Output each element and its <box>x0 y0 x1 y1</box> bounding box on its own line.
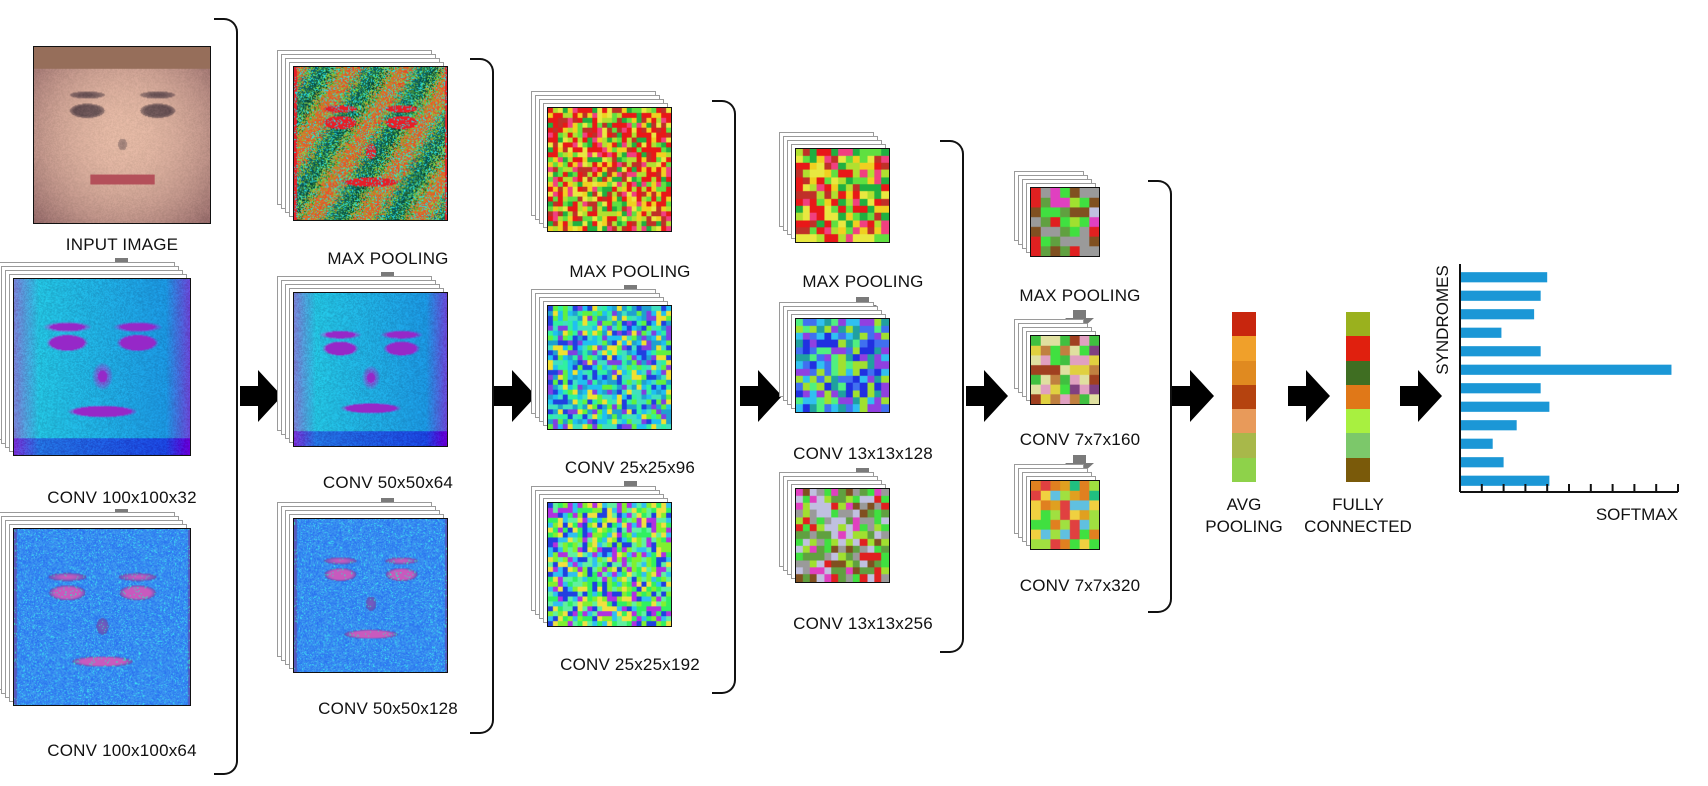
conv-100x100x32-label: CONV 100x100x32 <box>47 488 197 507</box>
conv-25x25x96-label: CONV 25x25x96 <box>564 458 696 477</box>
conv-50x50x128-label: CONV 50x50x128 <box>318 699 458 718</box>
fully-connected-cell <box>1346 336 1370 361</box>
right-arrow-icon <box>1288 370 1330 422</box>
fully-connected-cell <box>1346 312 1370 337</box>
feature-map-image <box>294 67 447 220</box>
column-1-bracket <box>214 18 238 775</box>
max-pooling-2-label: MAX POOLING <box>569 262 691 281</box>
softmax-bar <box>1460 401 1550 412</box>
softmax-bar <box>1460 438 1493 449</box>
max-pooling-4-label: MAX POOLING <box>1019 286 1141 305</box>
right-arrow-icon <box>494 370 536 422</box>
conv-13x13x256-label: CONV 13x13x256 <box>793 614 933 633</box>
feature-map <box>547 107 672 232</box>
avg-pooling-cell <box>1232 433 1256 458</box>
feature-map-image <box>548 503 671 626</box>
avg-pooling-cell <box>1232 360 1256 385</box>
avg-pooling-vector <box>1232 312 1256 482</box>
feature-map-image <box>548 306 671 429</box>
right-arrow-icon <box>1400 370 1442 422</box>
softmax-bar <box>1460 457 1504 468</box>
softmax-bar <box>1460 272 1548 283</box>
column-4-bracket <box>940 140 964 653</box>
feature-map <box>13 278 191 456</box>
fully-connected-cell <box>1346 360 1370 385</box>
fully-connected-cell <box>1346 409 1370 434</box>
softmax-bar <box>1460 475 1550 486</box>
input-face-photo <box>34 47 210 223</box>
softmax-ylabel: SYNDROMES <box>1433 265 1452 375</box>
softmax-bar <box>1460 346 1541 357</box>
fully-connected-line2: CONNECTED <box>1304 517 1412 536</box>
avg-pooling-line1: AVG <box>1226 495 1262 514</box>
feature-map <box>1030 187 1100 257</box>
feature-map <box>795 488 890 583</box>
softmax-bar <box>1460 327 1502 338</box>
feature-map-image <box>294 519 447 672</box>
column-3-bracket <box>712 100 736 694</box>
feature-map <box>547 502 672 627</box>
softmax-bar <box>1460 290 1541 301</box>
conv-13x13x128-label: CONV 13x13x128 <box>793 444 933 463</box>
right-arrow-icon <box>240 370 282 422</box>
right-arrow-icon <box>740 370 782 422</box>
feature-map-image <box>1031 481 1099 549</box>
fully-connected-cell <box>1346 433 1370 458</box>
avg-pooling-cell <box>1232 312 1256 337</box>
max-pooling-1-label: MAX POOLING <box>327 249 449 268</box>
fully-connected-cell <box>1346 457 1370 482</box>
avg-pooling-cell <box>1232 336 1256 361</box>
conv-50x50x64-label: CONV 50x50x64 <box>322 473 454 492</box>
avg-pooling-line2: POOLING <box>1205 517 1283 536</box>
conv-7x7x160-label: CONV 7x7x160 <box>1019 430 1141 449</box>
avg-pooling-cell <box>1232 384 1256 410</box>
feature-map-image <box>294 293 447 446</box>
avg-pooling-cell <box>1232 457 1256 482</box>
softmax-bar <box>1460 364 1672 375</box>
feature-map <box>795 148 890 243</box>
avg-pooling-label: AVG POOLING <box>1205 494 1282 538</box>
fully-connected-label: FULLY CONNECTED <box>1304 494 1412 538</box>
conv-7x7x320-label: CONV 7x7x320 <box>1019 576 1141 595</box>
feature-map-image <box>14 279 190 455</box>
column-2-bracket <box>470 58 494 734</box>
feature-map <box>1030 480 1100 550</box>
max-pooling-3-label: MAX POOLING <box>802 272 924 291</box>
feature-map <box>13 528 191 706</box>
conv-25x25x192-label: CONV 25x25x192 <box>560 655 700 674</box>
feature-map <box>795 318 890 413</box>
fully-connected-vector <box>1346 312 1370 482</box>
feature-map-image <box>796 149 889 242</box>
feature-map <box>293 518 448 673</box>
right-arrow-icon <box>966 370 1008 422</box>
input-image-label: INPUT IMAGE <box>65 235 179 254</box>
avg-pooling-cell <box>1232 409 1256 434</box>
feature-map <box>293 66 448 221</box>
fully-connected-cell <box>1346 384 1370 410</box>
feature-map <box>547 305 672 430</box>
feature-map-image <box>796 319 889 412</box>
feature-map-image <box>1031 188 1099 256</box>
fully-connected-line1: FULLY <box>1332 495 1384 514</box>
feature-map-image <box>548 108 671 231</box>
conv-100x100x64-label: CONV 100x100x64 <box>47 741 197 760</box>
feature-map-image <box>796 489 889 582</box>
right-arrow-icon <box>1172 370 1214 422</box>
feature-map <box>1030 335 1100 405</box>
column-5-bracket <box>1148 180 1172 613</box>
softmax-xlabel: SOFTMAX <box>1596 505 1678 524</box>
softmax-bar <box>1460 383 1541 394</box>
feature-map-image <box>1031 336 1099 404</box>
softmax-chart: SYNDROMES SOFTMAX <box>1433 264 1679 524</box>
feature-map-image <box>14 529 190 705</box>
softmax-bar <box>1460 420 1517 431</box>
feature-map <box>293 292 448 447</box>
input-image <box>33 46 211 224</box>
softmax-bar <box>1460 309 1535 320</box>
